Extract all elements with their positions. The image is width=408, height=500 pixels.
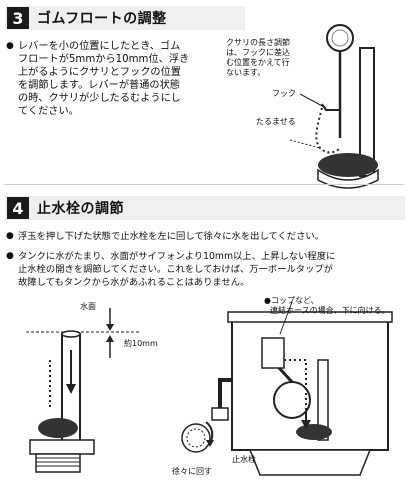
- chain-note-line-3: む位置をかえて行: [226, 58, 290, 67]
- chain-note-line-4: ないます。: [226, 68, 266, 77]
- water-level-label: 水面: [80, 302, 96, 311]
- approx-10mm-label: 約10mm: [124, 339, 158, 348]
- section3-line-1: レバーを小の位置にしたとき、ゴム: [18, 41, 181, 52]
- bullet-mark: ●: [6, 41, 14, 51]
- section4-header: 4 止水栓の調節: [5, 196, 405, 220]
- turn-label: 徐々に回す: [172, 467, 212, 476]
- section4-b1-line-1: 浮玉を押し下げた状態で止水栓を左に回して徐々に水を出してください。: [18, 231, 324, 242]
- section4-b2-line-1: タンクに水がたまり、水面がサイフォンより10mm以上、上昇しない程度に: [18, 251, 336, 262]
- section4-title: 止水栓の調節: [37, 201, 124, 217]
- hook-label: フック: [272, 89, 296, 98]
- section3-line-6: てください。: [18, 106, 79, 117]
- section-divider: [4, 184, 404, 185]
- cup-note-line-2: 連結ホースの場合、下に向ける。: [270, 306, 390, 315]
- section3-number: 3: [7, 7, 29, 29]
- cup-note-line-1: ●コップなど、: [264, 296, 319, 305]
- flapper-diagram: [289, 24, 379, 189]
- slack-label: たるませる: [256, 117, 296, 126]
- chain-note-line-2: は、フックに差込: [226, 48, 290, 57]
- bullet-mark: ●: [6, 251, 14, 261]
- section4-b2-line-2: 止水栓の開きを調節してください。これをしておけば、万一ボールタップが: [18, 264, 333, 275]
- section4-number: 4: [7, 197, 29, 219]
- section3-header: 3 ゴムフロートの調整: [5, 6, 245, 30]
- section3-line-5: の時、クサリが少したるむようにし: [18, 93, 181, 104]
- section4-b2-line-3: 故障してもタンクから水があふれることはありません。: [18, 277, 250, 288]
- valve-label: 止水栓: [232, 455, 256, 464]
- tank-diagram: [181, 301, 393, 476]
- chain-note-line-1: クサリの長さ調節: [226, 38, 290, 47]
- section3-line-2: フロートが5mmから10mm位、浮き: [18, 54, 190, 65]
- overflow-pipe-diagram: [26, 308, 140, 473]
- section3-line-3: 上がるようにクサリとフックの位置: [18, 67, 181, 78]
- section3-title: ゴムフロートの調整: [37, 11, 167, 27]
- bullet-mark: ●: [6, 231, 14, 241]
- section3-line-4: を調節します。レバーが普通の状態: [18, 80, 180, 91]
